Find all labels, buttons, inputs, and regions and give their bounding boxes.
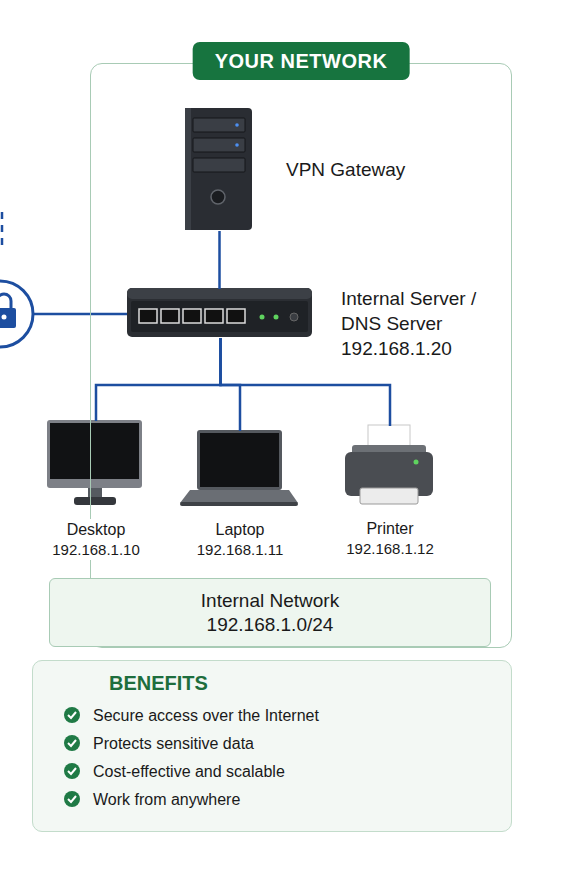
- node-text: 192.168.1.10: [52, 540, 140, 560]
- benefits-ground: [32, 660, 512, 832]
- node-text: Work from anywhere: [93, 786, 319, 814]
- text-group: Laptop192.168.1.11: [194, 519, 286, 560]
- laptop: Laptop192.168.1.11: [181, 431, 299, 507]
- text-group: Printer192.168.1.12: [343, 518, 437, 559]
- tunnel-dashes: [1, 212, 4, 245]
- vpn-gateway: VPN Gateway: [186, 109, 253, 231]
- network-range-box: Internal Network192.168.1.0/24: [49, 578, 491, 647]
- network-panel: YOUR NETWORKVPN GatewayInternal Server /…: [90, 63, 512, 648]
- laptop-icon: [180, 430, 298, 506]
- text-group: BENEFITS Secure access over the InternetP…: [33, 661, 319, 824]
- lock-symbol: [0, 281, 33, 347]
- network-link: [96, 338, 221, 421]
- check-icons: [64, 707, 80, 807]
- node-label: Internal Network: [201, 589, 339, 613]
- vpn-tunnel-line: [34, 313, 127, 316]
- printer: Printer192.168.1.12: [346, 426, 434, 506]
- node-text: Cost-effective and scalable: [93, 758, 319, 786]
- printer-icon: [345, 425, 433, 504]
- text-group: Internal Network192.168.1.0/24: [50, 579, 490, 646]
- node-label: BENEFITS: [109, 671, 319, 695]
- network-link: [218, 231, 221, 289]
- text-group: Internal Server / DNS Server192.168.1.20: [341, 286, 509, 361]
- node-text: 192.168.1.20: [341, 336, 509, 361]
- node-label: YOUR NETWORK: [193, 42, 410, 80]
- node-label: Printer: [346, 518, 434, 539]
- node-label: Laptop: [197, 519, 283, 540]
- node-text: 192.168.1.12: [346, 539, 434, 559]
- node-text: Protects sensitive data: [93, 730, 319, 758]
- node-label: Internal Server / DNS Server: [341, 286, 509, 336]
- node-label: VPN Gateway: [286, 158, 405, 182]
- desktop: Desktop192.168.1.10: [48, 421, 144, 507]
- switch-icon: [127, 288, 312, 337]
- server-icon: [185, 108, 252, 230]
- node-text: 192.168.1.11: [197, 540, 283, 560]
- node-label: Desktop: [52, 519, 140, 540]
- text-group: VPN Gateway: [286, 158, 405, 182]
- node-text: 192.168.1.0/24: [207, 613, 334, 637]
- text-group: YOUR NETWORK: [193, 42, 410, 80]
- node-text: Secure access over the Internet: [93, 702, 319, 730]
- desktop-icon: [47, 420, 142, 505]
- benefits-panel: BENEFITS Secure access over the InternetP…: [32, 660, 512, 832]
- switch: Internal Server / DNS Server192.168.1.20: [128, 289, 313, 338]
- text-group: Desktop192.168.1.10: [49, 519, 143, 560]
